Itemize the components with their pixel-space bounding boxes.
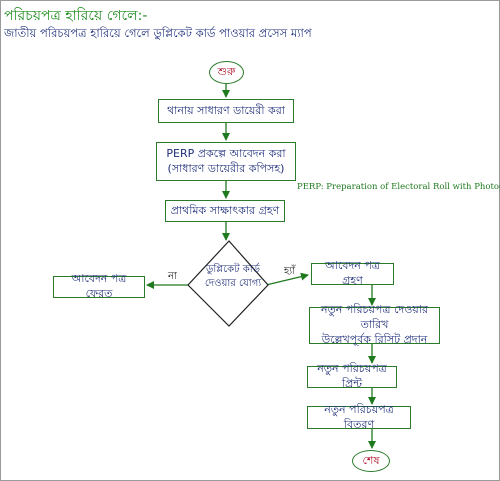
decision-label-line2: দেওয়ার যোগ্য <box>204 278 262 289</box>
page-subtitle: জাতীয় পরিচয়পত্র হারিয়ে গেলে ডুপ্লিকেট… <box>4 26 312 40</box>
end-terminal: শেষ <box>352 450 390 472</box>
yes-branch-label: হ্যাঁ <box>284 266 296 277</box>
step-print-card-label: নতুন পরিচয়পত্র প্রিন্ট <box>317 362 387 390</box>
step-print-card: নতুন পরিচয়পত্র প্রিন্ট <box>307 362 397 390</box>
decision-diamond <box>187 240 269 327</box>
arrow-decision-to-accept <box>265 272 309 286</box>
start-label: শুরু <box>217 65 236 79</box>
decision-label: ডুপ্লিকেট কার্ড দেওয়ার যোগ্য <box>192 263 274 291</box>
step-perp-application: PERP প্রকল্পে আবেদন করা (সাধারণ ডায়েরীর… <box>156 142 296 181</box>
step-accept-application-label: আবেদন পত্র গ্রহণ <box>325 259 380 287</box>
step-return-application: আবেদন পত্র ফেরত <box>53 272 145 300</box>
step-general-diary: থানায় সাধারণ ডায়েরী করা <box>158 99 294 123</box>
step-distribute-card: নতুন পরিচয়পত্র বিতরণ <box>307 403 411 431</box>
step-general-diary-label: থানায় সাধারণ ডায়েরী করা <box>167 103 285 117</box>
decision-label-line1: ডুপ্লিকেট কার্ড <box>206 264 260 275</box>
perp-footnote: PERP: Preparation of Electoral Roll with… <box>297 182 500 192</box>
step-accept-application: আবেদন পত্র গ্রহণ <box>311 259 394 287</box>
start-terminal: শুরু <box>209 61 244 84</box>
step-perp-application-line1: PERP প্রকল্পে আবেদন করা <box>166 146 286 160</box>
step-issue-receipt-line1: নতুন পরিচয়পত্র দেওয়ার তারিখ <box>320 303 429 332</box>
no-branch-label: না <box>168 271 177 282</box>
step-initial-interview: প্রাথমিক সাক্ষাৎকার গ্রহণ <box>165 200 285 222</box>
page-title: পরিচয়পত্র হারিয়ে গেলে:- <box>4 8 148 24</box>
step-initial-interview-label: প্রাথমিক সাক্ষাৎকার গ্রহণ <box>170 203 280 217</box>
end-label: শেষ <box>362 453 380 467</box>
step-issue-receipt-line2: উল্লেখপূর্বক রিসিট প্রদান <box>321 332 428 346</box>
step-perp-application-line2: (সাধারণ ডায়েরীর কপিসহ) <box>167 161 285 175</box>
step-distribute-card-label: নতুন পরিচয়পত্র বিতরণ <box>324 402 394 431</box>
step-return-application-label: আবেদন পত্র ফেরত <box>71 272 127 300</box>
step-issue-receipt: নতুন পরিচয়পত্র দেওয়ার তারিখ উল্লেখপূর্… <box>309 303 440 346</box>
